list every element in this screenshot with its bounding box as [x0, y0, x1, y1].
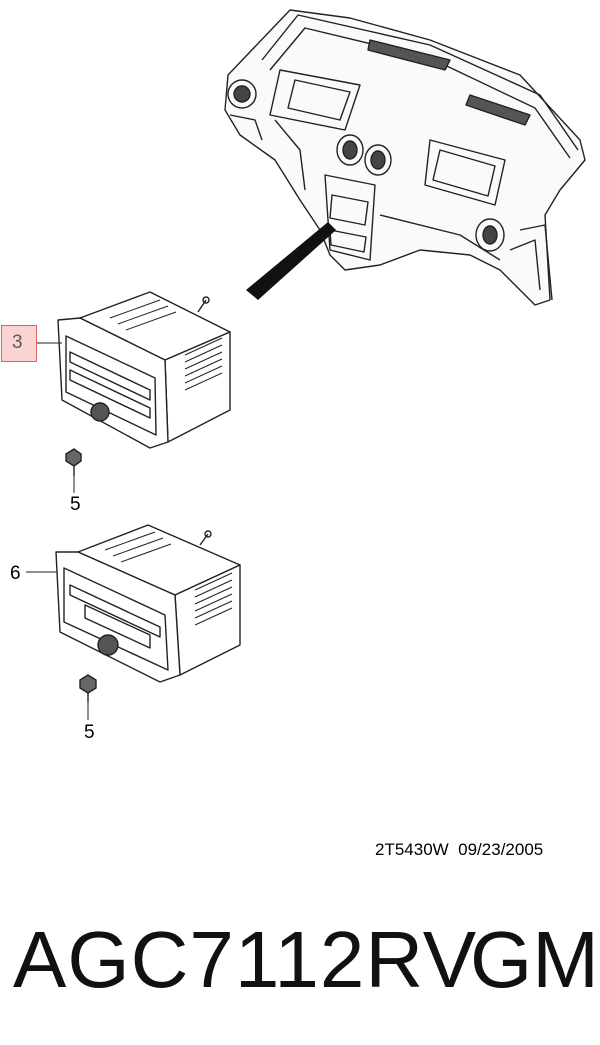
exploded-parts-diagram	[26, 9, 586, 720]
callout-screw-top-label: 5	[70, 494, 81, 515]
screw-bottom	[79, 674, 97, 702]
radio-unit-top	[57, 291, 231, 449]
callout-radio-top-label: 3	[12, 332, 23, 353]
brand-name: GM	[470, 915, 599, 1004]
callout-screw-bottom-label: 5	[84, 722, 95, 743]
footer: AGC7112RV GM	[0, 914, 600, 1014]
screw-top	[65, 448, 82, 476]
callout-radio-top[interactable]: 3	[1, 325, 37, 362]
callout-radio-bottom-label: 6	[10, 563, 21, 584]
part-number: AGC7112RV	[13, 915, 478, 1004]
dashboard-illustration	[224, 9, 586, 306]
diagram-reference-code: 2T5430W 09/23/2005	[375, 840, 544, 859]
location-pointer-arrow	[246, 222, 336, 300]
radio-unit-bottom	[55, 524, 241, 683]
